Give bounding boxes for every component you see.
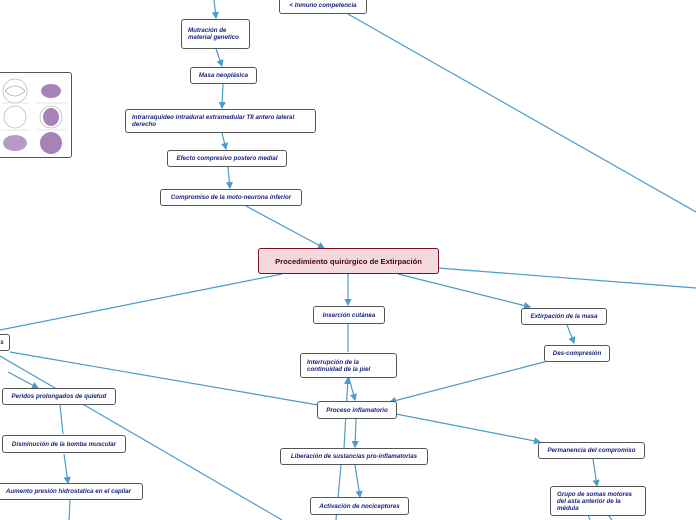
node-periodos-quietud[interactable]: Peridos prolongados de quietud <box>2 388 116 405</box>
node-liberacion-sustancias[interactable]: Liberación de sustancias pro-inflamatori… <box>280 448 428 465</box>
connector <box>218 83 226 110</box>
node-permanencia-compromiso[interactable]: Permanencia del compromiso <box>538 442 645 459</box>
center-node[interactable]: Procedimiento quirúrgico de Extirpación <box>258 248 439 274</box>
connector <box>0 273 283 331</box>
connector <box>225 166 234 190</box>
connector <box>221 132 229 151</box>
connector <box>592 458 600 488</box>
node-edge-left[interactable]: s <box>0 334 10 351</box>
connector <box>354 464 363 499</box>
node-masa-neoplasica[interactable]: Masa neoplásica <box>190 67 257 84</box>
connector <box>348 377 357 402</box>
connector <box>395 413 542 445</box>
connector <box>437 267 696 289</box>
thumbnail-image[interactable] <box>0 72 72 158</box>
connector <box>211 0 219 20</box>
node-compromiso-motoneurona[interactable]: Compromiso de la moto-neurona inferior <box>160 189 302 206</box>
connector <box>9 351 319 406</box>
node-extirpacion-masa[interactable]: Extirpación de la masa <box>521 308 607 325</box>
connector <box>59 404 64 435</box>
connector <box>388 360 549 404</box>
connector <box>397 273 532 310</box>
node-grupo-somas[interactable]: Grupo de somas motores del asta anterior… <box>550 486 646 516</box>
node-inmuno-competencia[interactable]: < Inmuno competencia <box>279 0 367 14</box>
connector <box>566 324 576 345</box>
node-mutacion-material[interactable]: Mutración de material genetico <box>181 19 250 49</box>
node-activacion-nociceptores[interactable]: Activación de nociceptores <box>310 497 409 515</box>
connector <box>215 48 224 68</box>
node-descompresion[interactable]: Des-compresión <box>544 345 610 362</box>
spine-illustration-icon <box>1 78 67 154</box>
connector <box>245 205 326 249</box>
node-interrupcion-piel[interactable]: Interrupción de la continuidad de la pie… <box>300 353 397 378</box>
node-efecto-compresivo[interactable]: Efecto compresivo postero medial <box>167 150 287 167</box>
connector <box>351 418 359 449</box>
node-aumento-presion[interactable]: Aumento presión hidrostatica en el capil… <box>0 483 143 500</box>
connector <box>68 499 71 520</box>
connector <box>347 13 696 213</box>
node-proceso-inflamatorio[interactable]: Proceso inflamatorio <box>317 401 397 419</box>
node-insercion-cutanea[interactable]: Inserción cutánea <box>313 306 385 324</box>
connector <box>0 355 283 520</box>
node-intrarraquideo[interactable]: Intrarraquideo intradural extramedular T… <box>125 109 316 133</box>
connector <box>63 453 71 485</box>
node-disminucion-bomba[interactable]: Disminución de la bomba muscular <box>2 435 126 453</box>
connector <box>7 371 40 389</box>
